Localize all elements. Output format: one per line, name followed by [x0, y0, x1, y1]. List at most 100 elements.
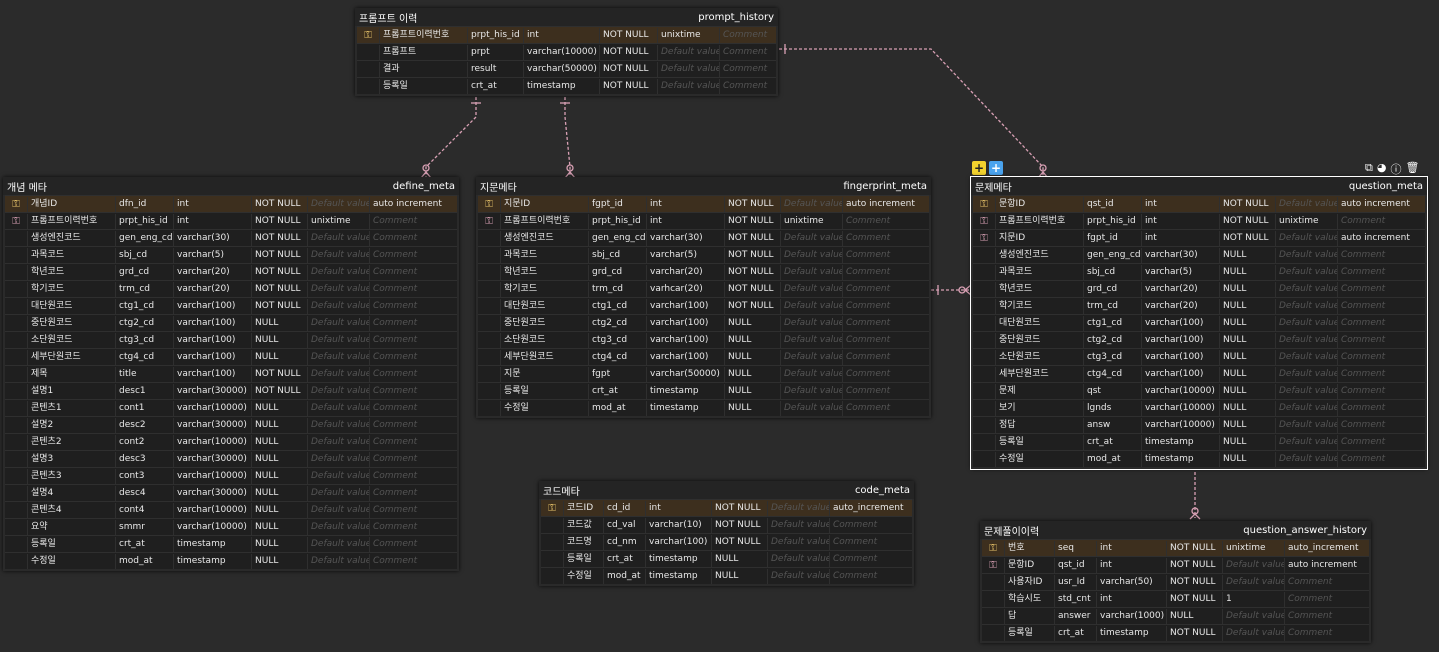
column-nullable[interactable]: NULL: [1219, 298, 1275, 314]
column-logical-name[interactable]: 답: [1004, 608, 1054, 624]
column-nullable[interactable]: NOT NULL: [1219, 230, 1275, 246]
column-logical-name[interactable]: 프롬프트이력번호: [995, 213, 1083, 229]
column-logical-name[interactable]: 문항ID: [1004, 557, 1054, 573]
column-logical-name[interactable]: 프롬프트: [379, 44, 467, 60]
column-default[interactable]: 1: [1222, 591, 1284, 607]
column-comment[interactable]: Comment: [1337, 315, 1423, 331]
column-logical-name[interactable]: 문항ID: [995, 196, 1083, 212]
column-type[interactable]: varchar(30): [173, 230, 251, 246]
column-physical-name[interactable]: lgnds: [1083, 400, 1141, 416]
column-comment[interactable]: Comment: [369, 502, 455, 518]
column-physical-name[interactable]: qst_id: [1054, 557, 1096, 573]
column-physical-name[interactable]: fgpt_id: [1083, 230, 1141, 246]
column-type[interactable]: varchar(10000): [173, 400, 251, 416]
column-default[interactable]: Default value: [307, 247, 369, 263]
column-nullable[interactable]: NULL: [251, 451, 307, 467]
column-logical-name[interactable]: 사용자ID: [1004, 574, 1054, 590]
column-nullable[interactable]: NULL: [724, 332, 780, 348]
column-type[interactable]: varchar(50): [1096, 574, 1166, 590]
column-logical-name[interactable]: 요약: [27, 519, 115, 535]
column-default[interactable]: Default value: [657, 78, 719, 94]
column-default[interactable]: Default value: [780, 230, 842, 246]
column-type[interactable]: varchar(1000): [1096, 608, 1166, 624]
column-comment[interactable]: Comment: [369, 553, 455, 569]
column-nullable[interactable]: NOT NULL: [599, 44, 657, 60]
column-logical-name[interactable]: 수정일: [27, 553, 115, 569]
column-type[interactable]: varchar(100): [646, 349, 724, 365]
column-physical-name[interactable]: ctg4_cd: [588, 349, 646, 365]
column-logical-name[interactable]: 수정일: [500, 400, 588, 416]
column-physical-name[interactable]: result: [467, 61, 523, 77]
column-logical-name[interactable]: 프롬프트이력번호: [379, 27, 467, 43]
column-type[interactable]: varchar(5): [646, 247, 724, 263]
column-type[interactable]: varchar(10000): [1141, 383, 1219, 399]
column-default[interactable]: Default value: [307, 468, 369, 484]
column-logical-name[interactable]: 과목코드: [500, 247, 588, 263]
column-comment[interactable]: Comment: [842, 315, 928, 331]
column-logical-name[interactable]: 학기코드: [27, 281, 115, 297]
column-physical-name[interactable]: grd_cd: [1083, 281, 1141, 297]
column-logical-name[interactable]: 세부단원코드: [995, 366, 1083, 382]
column-type[interactable]: timestamp: [1141, 451, 1219, 467]
column-physical-name[interactable]: desc1: [115, 383, 173, 399]
column-physical-name[interactable]: qst_id: [1083, 196, 1141, 212]
column-nullable[interactable]: NULL: [1219, 434, 1275, 450]
column-physical-name[interactable]: qst: [1083, 383, 1141, 399]
column-type[interactable]: int: [523, 27, 599, 43]
column-default[interactable]: Default value: [307, 434, 369, 450]
column-comment[interactable]: auto_increment: [829, 500, 911, 516]
column-default[interactable]: Default value: [780, 298, 842, 314]
column-logical-name[interactable]: 설명4: [27, 485, 115, 501]
column-type[interactable]: varchar(30000): [173, 485, 251, 501]
column-logical-name[interactable]: 등록일: [500, 383, 588, 399]
column-type[interactable]: varchar(30000): [173, 417, 251, 433]
column-logical-name[interactable]: 소단원코드: [995, 349, 1083, 365]
column-comment[interactable]: Comment: [842, 349, 928, 365]
column-nullable[interactable]: NULL: [1219, 366, 1275, 382]
column-default[interactable]: Default value: [780, 366, 842, 382]
column-default[interactable]: Default value: [780, 383, 842, 399]
column-physical-name[interactable]: trm_cd: [115, 281, 173, 297]
column-default[interactable]: Default value: [307, 553, 369, 569]
column-logical-name[interactable]: 코드ID: [563, 500, 603, 516]
column-nullable[interactable]: NULL: [724, 349, 780, 365]
column-comment[interactable]: Comment: [842, 383, 928, 399]
column-nullable[interactable]: NOT NULL: [724, 298, 780, 314]
column-physical-name[interactable]: sbj_cd: [588, 247, 646, 263]
column-default[interactable]: Default value: [1222, 574, 1284, 590]
column-nullable[interactable]: NULL: [251, 349, 307, 365]
column-default[interactable]: unixtime: [780, 213, 842, 229]
column-physical-name[interactable]: cd_nm: [603, 534, 645, 550]
column-default[interactable]: Default value: [1275, 349, 1337, 365]
column-physical-name[interactable]: crt_at: [603, 551, 645, 567]
column-nullable[interactable]: NOT NULL: [1166, 591, 1222, 607]
column-comment[interactable]: Comment: [1337, 264, 1423, 280]
column-physical-name[interactable]: usr_Id: [1054, 574, 1096, 590]
column-default[interactable]: Default value: [307, 485, 369, 501]
column-type[interactable]: varchar(30): [646, 230, 724, 246]
column-type[interactable]: int: [645, 500, 711, 516]
column-comment[interactable]: Comment: [842, 366, 928, 382]
column-physical-name[interactable]: ctg3_cd: [1083, 349, 1141, 365]
column-nullable[interactable]: NULL: [251, 434, 307, 450]
column-nullable[interactable]: NULL: [1219, 451, 1275, 467]
column-physical-name[interactable]: ctg3_cd: [588, 332, 646, 348]
column-nullable[interactable]: NOT NULL: [251, 366, 307, 382]
column-default[interactable]: Default value: [1222, 625, 1284, 641]
column-logical-name[interactable]: 지문: [500, 366, 588, 382]
